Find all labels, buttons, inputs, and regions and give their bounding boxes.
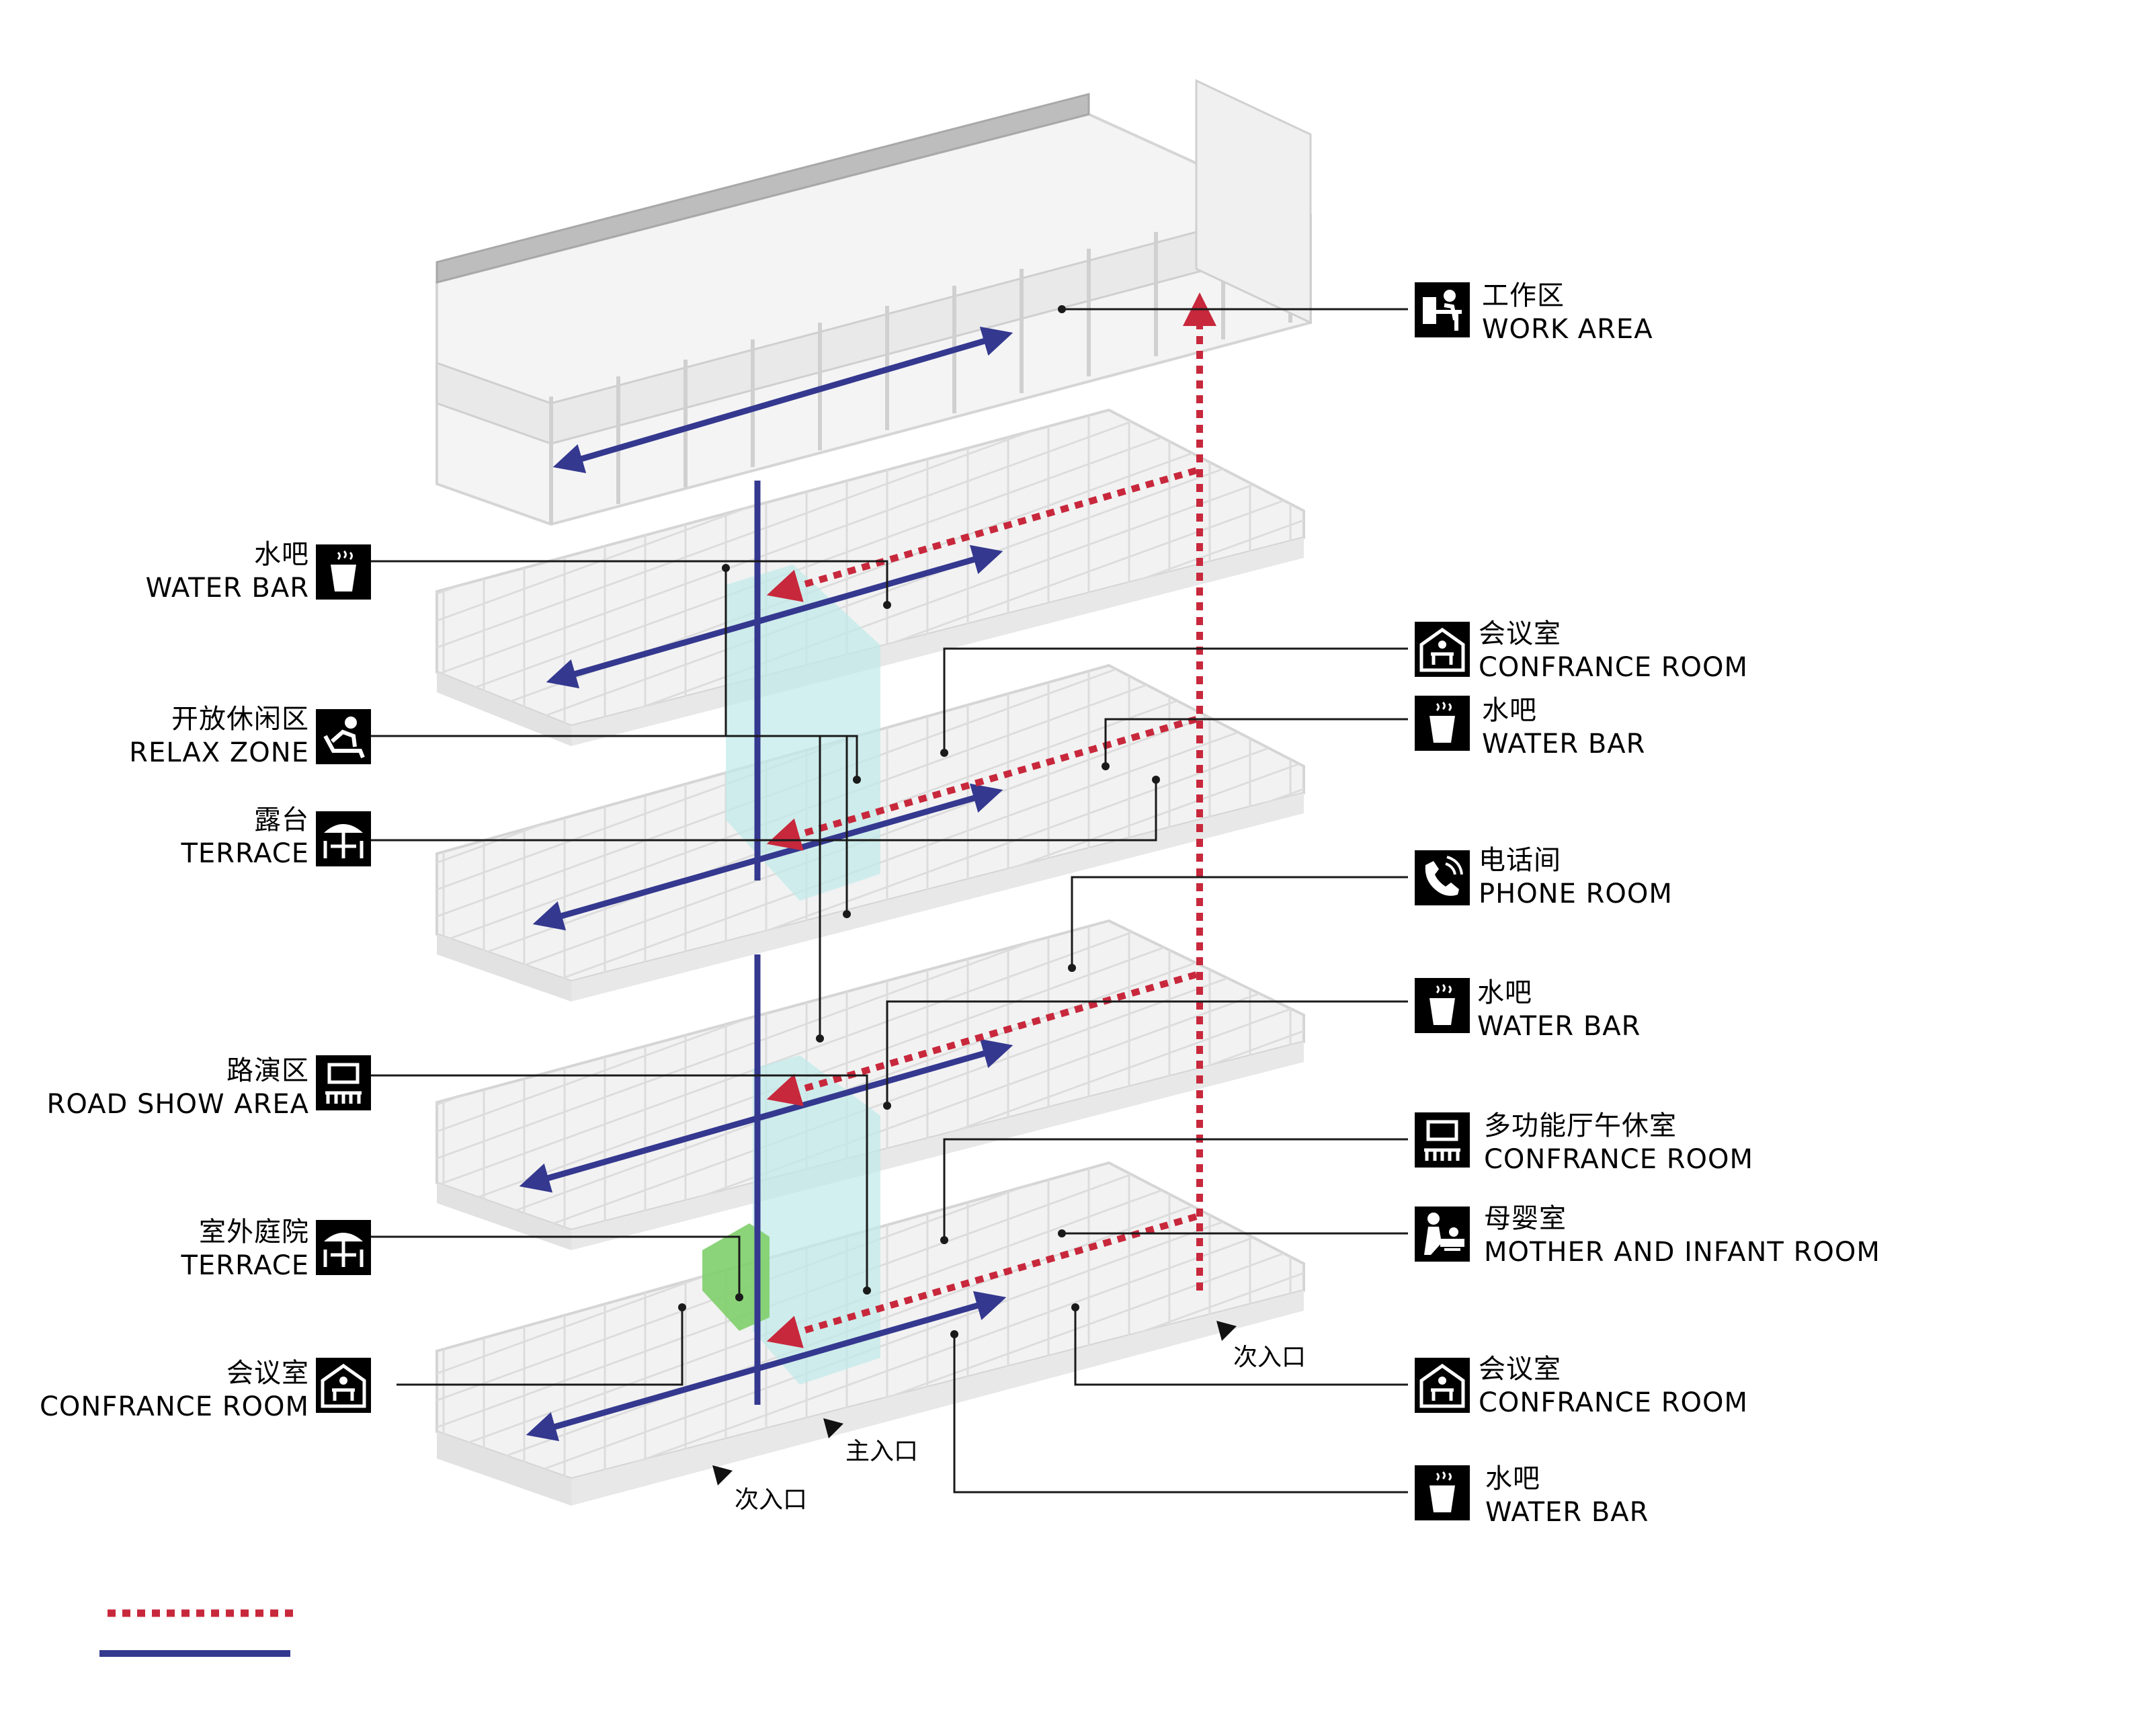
label-water-bar-left: 水吧 WATER BAR bbox=[145, 539, 309, 604]
label-water-bar-right-1: 水吧 WATER BAR bbox=[1482, 695, 1646, 760]
legend bbox=[99, 1609, 299, 1657]
presentation-screen-icon bbox=[1415, 1112, 1470, 1168]
meeting-room-icon bbox=[1415, 622, 1470, 677]
label-road-show-area: 路演区 ROAD SHOW AREA bbox=[46, 1055, 309, 1120]
label-work-area: 工作区 WORK AREA bbox=[1482, 280, 1653, 345]
cup-icon bbox=[316, 544, 371, 600]
phone-icon bbox=[1415, 850, 1470, 905]
label-conference-left: 会议室 CONFRANCE ROOM bbox=[40, 1358, 309, 1422]
label-mother-infant-room: 母婴室 MOTHER AND INFANT ROOM bbox=[1484, 1203, 1880, 1268]
secondary-entrance-label-2: 次入口 bbox=[1233, 1344, 1307, 1371]
leader-dots bbox=[678, 305, 1160, 1338]
main-entrance-label: 主入口 bbox=[845, 1438, 919, 1465]
presentation-screen-icon bbox=[316, 1055, 371, 1110]
meeting-room-icon bbox=[1415, 1358, 1470, 1413]
umbrella-table-icon bbox=[316, 1220, 371, 1275]
label-water-bar-right-2: 水吧 WATER BAR bbox=[1477, 977, 1641, 1042]
desk-worker-icon bbox=[1415, 282, 1470, 337]
label-conference-room-upper: 会议室 CONFRANCE ROOM bbox=[1479, 618, 1748, 683]
blue-route bbox=[519, 326, 1013, 1442]
entrance-markers bbox=[712, 1321, 1237, 1485]
cup-icon bbox=[1415, 696, 1470, 751]
label-terrace-upper: 露台 TERRACE bbox=[181, 805, 309, 869]
cup-icon bbox=[1415, 978, 1470, 1033]
umbrella-table-icon bbox=[316, 811, 371, 866]
label-phone-room: 电话间 PHONE ROOM bbox=[1479, 845, 1673, 909]
reclining-chair-icon bbox=[316, 709, 371, 764]
leader-lines bbox=[370, 308, 1408, 1494]
label-conference-room-lower: 会议室 CONFRANCE ROOM bbox=[1479, 1354, 1748, 1418]
mother-infant-icon bbox=[1415, 1207, 1470, 1262]
label-relax-zone: 开放休闲区 RELAX ZONE bbox=[129, 704, 309, 768]
meeting-room-icon bbox=[316, 1358, 371, 1413]
label-outdoor-courtyard: 室外庭院 TERRACE bbox=[181, 1217, 309, 1281]
secondary-entrance-label-1: 次入口 bbox=[735, 1486, 808, 1514]
label-water-bar-right-3: 水吧 WATER BAR bbox=[1485, 1463, 1649, 1528]
label-multifunction-hall: 多功能厅午休室 CONFRANCE ROOM bbox=[1484, 1110, 1753, 1175]
cup-icon bbox=[1415, 1465, 1470, 1520]
